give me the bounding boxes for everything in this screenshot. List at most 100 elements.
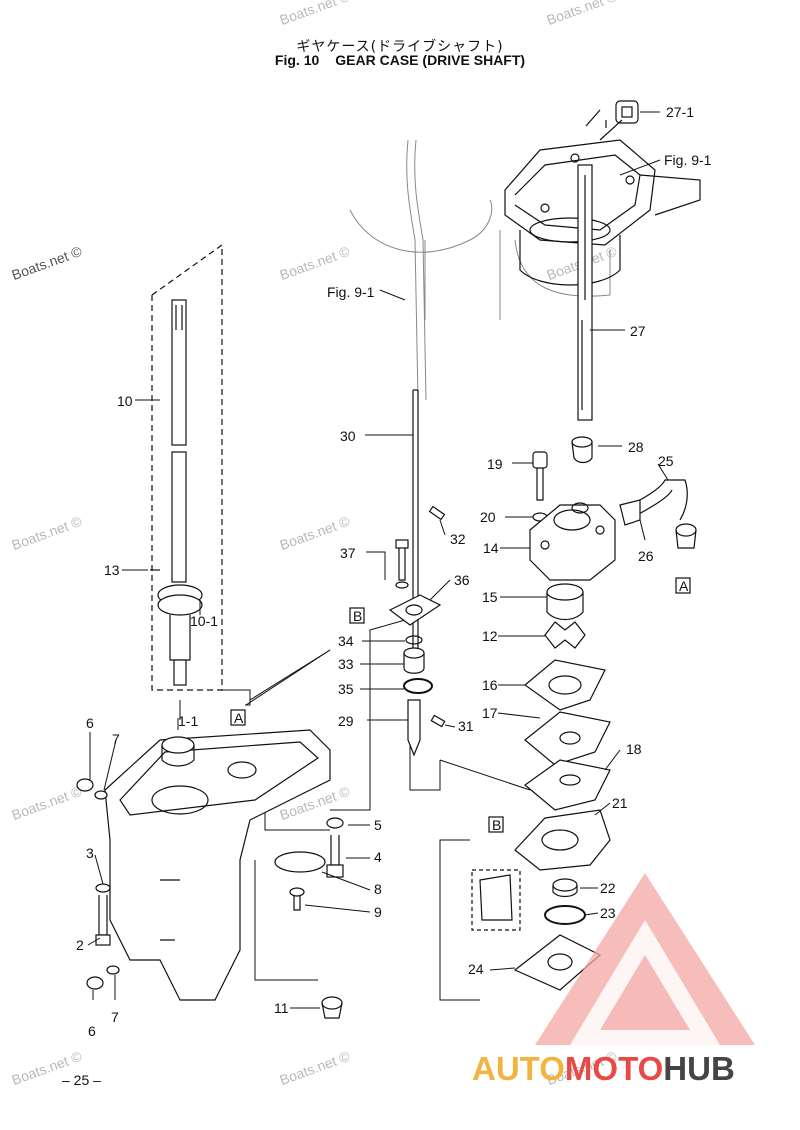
part-9-screw: [289, 887, 305, 911]
label-20: 20: [480, 509, 496, 525]
part-6-nut-lower: [86, 976, 104, 990]
figure-caption: GEAR CASE (DRIVE SHAFT): [335, 52, 526, 68]
part-12-impeller: [544, 621, 586, 649]
label-34: 34: [338, 633, 354, 649]
label-27: 27: [630, 323, 646, 339]
label-14: 14: [483, 540, 499, 556]
ghost-outline-fig9-1: [349, 139, 611, 401]
part-8-plate: [274, 851, 326, 873]
title-japanese: ギヤケース(ドライブシャフト): [296, 39, 504, 55]
part-29-shift-cam: [407, 699, 421, 757]
label-26: 26: [638, 548, 654, 564]
label-21: 21: [612, 795, 628, 811]
label-23: 23: [600, 905, 616, 921]
marker-label-b: B: [492, 817, 501, 833]
part-10-drive-shaft-group: [150, 243, 223, 691]
brand-part-auto: AUTO: [472, 1050, 565, 1087]
part-7-washer-upper: [94, 790, 108, 800]
label-30: 30: [340, 428, 356, 444]
label-37: 37: [340, 545, 356, 561]
label-25: 25: [658, 453, 674, 469]
label-36: 36: [454, 572, 470, 588]
marker-label-a: A: [234, 710, 244, 726]
part-6-nut-upper: [76, 778, 94, 792]
gear-case-body: [104, 729, 331, 1001]
part-36-plate: [388, 594, 442, 626]
label-2: 2: [76, 937, 84, 953]
label-3: 3: [86, 845, 94, 861]
part-17-hole: [559, 731, 581, 745]
part-labels: 27-1 Fig. 9-1 Fig. 9-1 27 10 30 28 19 25…: [76, 104, 712, 1039]
brand-logo-triangle: [535, 873, 755, 1045]
label-33: 33: [338, 656, 354, 672]
part-17-plate: [524, 711, 611, 766]
brand-part-hub: HUB: [663, 1050, 735, 1087]
part-23-gasket: [544, 905, 586, 925]
label-12: 12: [482, 628, 498, 644]
label-28: 28: [628, 439, 644, 455]
marker-box-a: [675, 577, 691, 594]
label-16: 16: [482, 677, 498, 693]
part-35-oring: [403, 678, 433, 694]
part-37-bolt: [395, 539, 409, 589]
label-32: 32: [450, 531, 466, 547]
label-fig9-1: Fig. 9-1: [664, 152, 712, 168]
part-2-bolt: [95, 895, 111, 946]
part-31-pin: [430, 714, 446, 728]
part-21-pump-base: [514, 809, 611, 871]
part-4-bolt: [326, 835, 344, 878]
part-22-oil-seal: [552, 878, 578, 898]
brand-part-moto: MOTO: [564, 1050, 664, 1087]
part-33-bushing: [403, 647, 425, 674]
part-34-oring: [405, 635, 423, 645]
marker-label-a: A: [679, 578, 689, 594]
label-1-1: 1-1: [178, 713, 198, 729]
part-16-hole: [548, 675, 582, 695]
part-11-pinion-gear: [321, 996, 343, 1019]
page-number: – 25 –: [62, 1072, 101, 1088]
part-group-bracket: [471, 869, 521, 931]
label-6: 6: [86, 715, 94, 731]
marker-box-a: [230, 709, 246, 726]
brand-logo-text: AUTOMOTOHUB: [472, 1050, 735, 1088]
part-27-1-grommet: [599, 100, 639, 141]
label-8: 8: [374, 881, 382, 897]
part-16-gasket: [524, 659, 606, 711]
label-7: 7: [112, 731, 120, 747]
part-36-hole: [405, 604, 423, 616]
label-22: 22: [600, 880, 616, 896]
part-15-insert: [546, 583, 584, 621]
part-14-pump-housing: [529, 502, 616, 581]
label-10-1: 10-1: [190, 613, 218, 629]
diagram-drawing: [76, 100, 701, 1019]
part-32-pin: [428, 505, 446, 521]
figure-number: Fig. 10: [274, 52, 320, 68]
leader-lines: [87, 111, 669, 1009]
assembly-guide-lines: [179, 619, 531, 1001]
label-15: 15: [482, 589, 498, 605]
label-fig9-1: Fig. 9-1: [327, 284, 375, 300]
part-18-hole: [559, 774, 581, 786]
label-13: 13: [104, 562, 120, 578]
label-24: 24: [468, 961, 484, 977]
label-9: 9: [374, 904, 382, 920]
label-18: 18: [626, 741, 642, 757]
label-11: 11: [274, 1000, 289, 1016]
part-19-bolt: [532, 451, 548, 501]
label-35: 35: [338, 681, 354, 697]
label-19: 19: [487, 456, 503, 472]
part-7-washer-lower: [106, 965, 120, 975]
label-4: 4: [374, 849, 382, 865]
part-key: [479, 874, 513, 921]
part-27-water-pipe: [577, 109, 601, 421]
label-27-1: 27-1: [666, 104, 694, 120]
part-28-grommet: [571, 436, 593, 464]
part-24-hole: [547, 953, 573, 971]
label-10: 10: [117, 393, 133, 409]
label-6: 6: [88, 1023, 96, 1039]
part-5-washer: [326, 817, 344, 829]
part-3-washer: [95, 883, 111, 893]
label-17: 17: [482, 705, 498, 721]
marker-box-b: [349, 607, 365, 624]
